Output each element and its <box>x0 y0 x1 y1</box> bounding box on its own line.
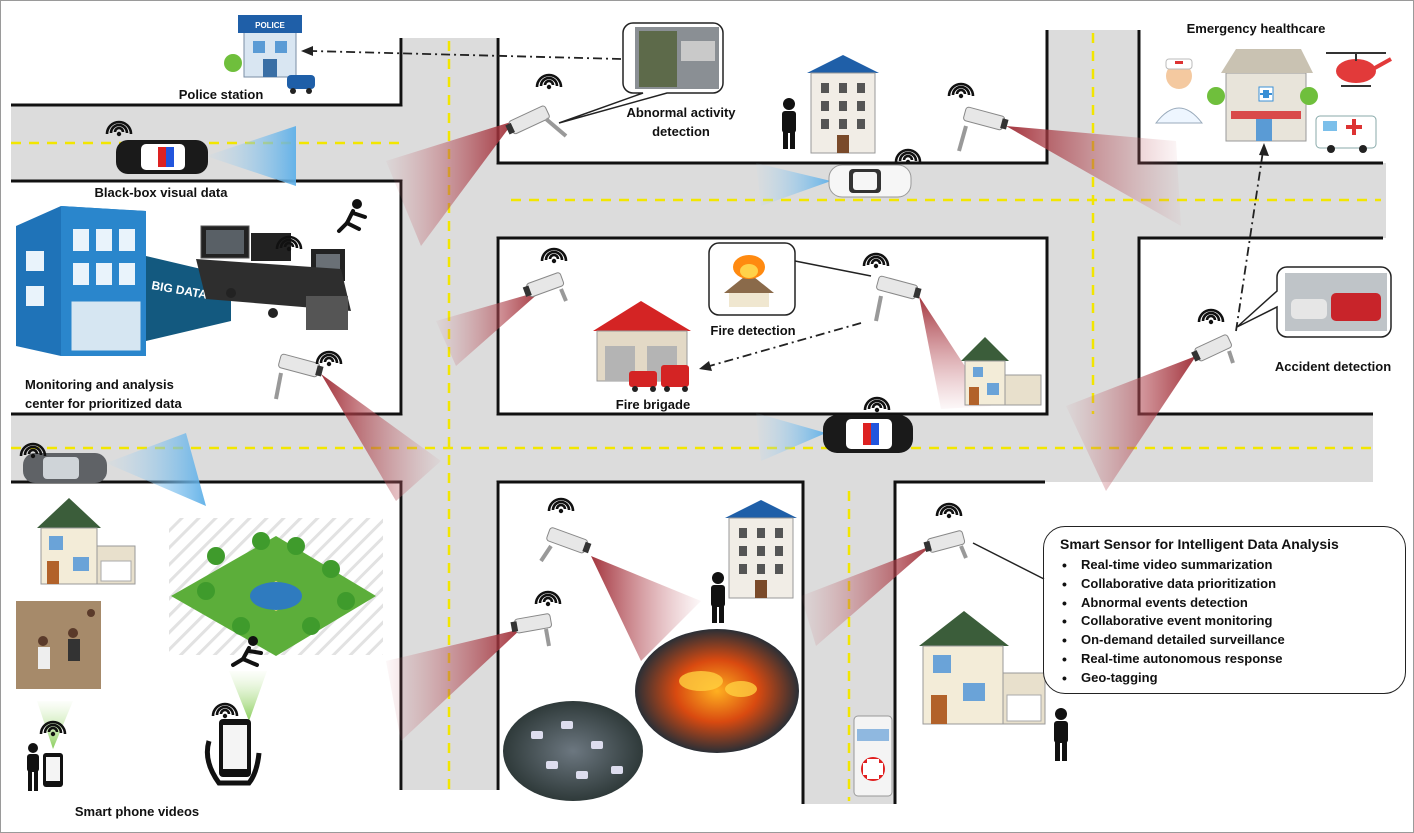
person-icon <box>782 98 796 149</box>
wifi-icon <box>935 502 963 519</box>
wifi-icon <box>211 702 239 719</box>
data-flow-arrows <box>310 50 1264 368</box>
person-icon <box>27 743 39 791</box>
security-camera-icon <box>923 530 968 559</box>
wifi-icon <box>862 252 890 269</box>
fire-detection-label: Fire detection <box>710 323 796 338</box>
police-station-label: Police station <box>178 87 264 102</box>
smartphone-icon <box>204 719 262 786</box>
police-sign: POLICE <box>255 21 285 30</box>
police-car-icon <box>823 415 913 453</box>
accident-detection-label: Accident detection <box>1274 359 1392 374</box>
person-icon <box>1054 708 1068 761</box>
police-car-icon <box>116 140 208 174</box>
helicopter-icon <box>1326 52 1392 87</box>
fire-truck-icon <box>629 365 689 392</box>
apartment-building-icon <box>725 500 797 599</box>
black-box-label: Black-box visual data <box>94 185 228 200</box>
fight-photo <box>16 601 101 689</box>
house-icon <box>961 337 1042 406</box>
wifi-icon <box>1197 308 1225 325</box>
person-icon <box>711 572 725 623</box>
security-camera-icon <box>874 275 922 322</box>
fire-photo <box>635 629 799 753</box>
feature-item: Real-time autonomous response <box>1060 650 1395 669</box>
feature-item: Collaborative data prioritization <box>1060 575 1395 594</box>
house-icon <box>919 611 1046 725</box>
wifi-icon <box>105 120 133 137</box>
lane-markings <box>11 33 1381 801</box>
abnormal-activity-label-line2: detection <box>652 124 710 139</box>
accident-detection-callout <box>1236 266 1392 338</box>
doctor-icon <box>1154 58 1204 124</box>
vehicle-beams <box>106 126 831 506</box>
park-icon <box>169 518 383 656</box>
smart-phone-videos-label: Smart phone videos <box>74 804 200 819</box>
smart-sensor-info-box: Smart Sensor for Intelligent Data Analys… <box>1043 526 1406 694</box>
fire-brigade-label: Fire brigade <box>615 397 691 412</box>
feature-item: On-demand detailed surveillance <box>1060 631 1395 650</box>
monitoring-label-line1: Monitoring and analysis <box>25 377 174 392</box>
ambulance-icon <box>853 715 893 797</box>
security-camera-icon <box>510 613 552 647</box>
running-person-icon <box>231 636 263 667</box>
wifi-icon <box>863 396 891 413</box>
wifi-icon <box>315 350 343 367</box>
security-camera-icon <box>522 272 568 302</box>
feature-item: Real-time video summarization <box>1060 556 1395 575</box>
wifi-icon <box>947 82 975 99</box>
monitoring-label-line2: center for prioritized data <box>25 396 182 411</box>
smart-sensor-title: Smart Sensor for Intelligent Data Analys… <box>1060 536 1339 552</box>
wifi-icon <box>19 442 47 459</box>
apartment-building-icon <box>807 55 879 154</box>
wifi-icons <box>19 73 1225 737</box>
security-camera-icon <box>274 353 324 400</box>
security-camera-icon <box>1191 334 1235 364</box>
house-icon <box>37 498 136 585</box>
security-camera-icon <box>505 105 568 138</box>
traffic-photo <box>503 701 643 801</box>
police-station-icon: POLICE <box>224 15 315 94</box>
ambulance-icon <box>1315 115 1377 153</box>
car-icon <box>828 164 912 198</box>
wifi-icon <box>535 73 563 90</box>
fire-detection-callout <box>708 242 872 316</box>
feature-item: Collaborative event monitoring <box>1060 612 1395 631</box>
wifi-icon <box>540 247 568 264</box>
running-person-icon <box>337 199 367 233</box>
wifi-icon <box>547 497 575 514</box>
arrow-heads <box>301 46 1269 371</box>
security-camera-icon <box>957 106 1009 152</box>
abnormal-activity-label-line1: Abnormal activity <box>626 105 736 120</box>
smart-sensor-feature-list: Real-time video summarization Collaborat… <box>1060 556 1395 688</box>
feature-item: Geo-tagging <box>1060 669 1395 688</box>
abnormal-activity-callout <box>558 22 724 124</box>
data-center-icon: BIG DATA <box>16 206 231 356</box>
security-camera-icon <box>539 527 592 563</box>
emergency-healthcare-label: Emergency healthcare <box>1186 21 1326 36</box>
feature-item: Abnormal events detection <box>1060 594 1395 613</box>
wifi-icon <box>534 590 562 607</box>
hospital-icon <box>1207 49 1318 142</box>
wifi-icon <box>275 235 303 252</box>
wifi-icon <box>894 148 922 165</box>
camera-beams <box>321 121 1196 741</box>
smartphone-icon <box>43 753 63 787</box>
wifi-icon <box>39 720 67 737</box>
car-icon <box>23 453 107 483</box>
